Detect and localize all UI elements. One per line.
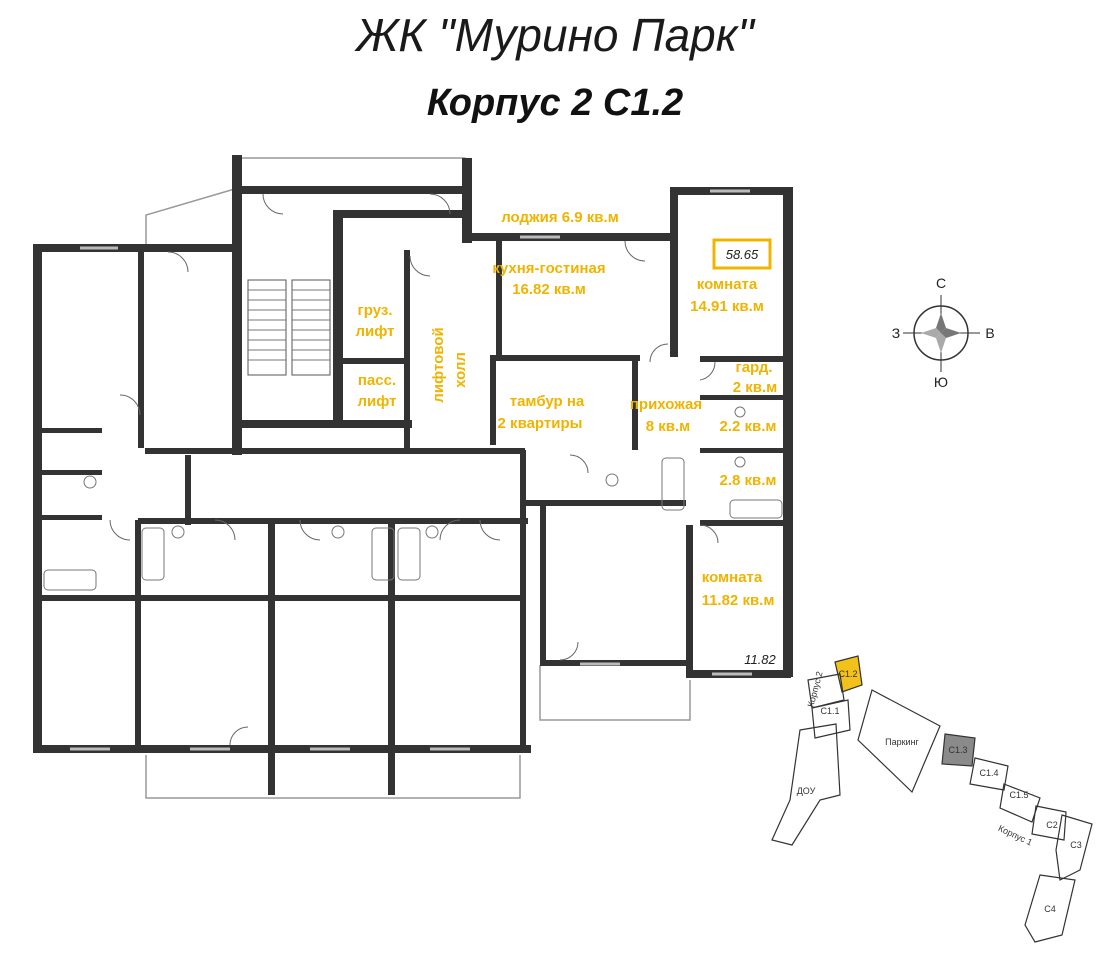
compass-south: Ю xyxy=(934,374,948,390)
room-label-pass-lift: пасс. xyxy=(358,372,396,389)
site-label-building1: Корпус 1 xyxy=(997,823,1034,848)
room-label-room2: комната xyxy=(702,569,763,586)
room-label-vestibule: тамбур на xyxy=(510,393,585,410)
staircase xyxy=(247,279,331,376)
room-label-room2-area: 11.82 кв.м xyxy=(702,592,775,609)
room-label-wardrobe-area: 2 кв.м xyxy=(733,379,778,396)
room-label-loggia: лоджия 6.9 кв.м xyxy=(501,209,619,226)
apartment-area-badge: 58.65 xyxy=(712,238,772,270)
balcony-outlines xyxy=(145,157,691,799)
room-label-vestibule-2: 2 квартиры xyxy=(498,415,583,432)
room-label-pass-lift-2: лифт xyxy=(357,393,396,410)
room-label-bath2: 2.8 кв.м xyxy=(719,472,776,489)
site-label-building2: Корпус 2 xyxy=(806,670,825,708)
site-label-c11: С1.1 xyxy=(820,706,839,716)
walls xyxy=(33,155,793,795)
compass-north: С xyxy=(936,275,946,291)
complex-title: ЖК "Мурино Парк" xyxy=(356,9,754,61)
door-swings xyxy=(109,193,719,746)
site-label-c12: С1.2 xyxy=(838,669,857,679)
site-label-c15: С1.5 xyxy=(1009,790,1028,800)
plumbing-fixtures xyxy=(43,406,783,591)
site-label-c14: С1.4 xyxy=(979,768,998,778)
site-label-c2: С2 xyxy=(1046,820,1058,830)
room-label-hallway-area: 8 кв.м xyxy=(646,418,691,435)
room-label-freight-lift-2: лифт xyxy=(355,323,394,340)
compass-east: В xyxy=(985,325,994,341)
room-label-kitchen-area: 16.82 кв.м xyxy=(512,281,586,298)
site-label-dou: ДОУ xyxy=(797,786,816,796)
room-label-freight-lift: груз. xyxy=(358,302,393,319)
room-labels: лоджия 6.9 кв.м кухня-гостиная 16.82 кв.… xyxy=(355,209,777,609)
room-area-label: 11.82 xyxy=(744,652,776,667)
room-label-hallway: прихожая xyxy=(630,396,702,413)
room-label-lift-hall: лифтовой xyxy=(430,327,447,402)
site-label-c13: С1.3 xyxy=(948,745,967,755)
room-label-kitchen: кухня-гостиная xyxy=(492,260,605,277)
site-map: С1.2 С1.1 Корпус 2 ДОУ Паркинг С1.3 С1.4… xyxy=(771,655,1093,943)
room-label-room1: комната xyxy=(697,276,758,293)
room-label-lift-hall-2: холл xyxy=(452,352,469,388)
site-label-parking: Паркинг xyxy=(885,737,919,747)
compass: С Ю З В xyxy=(892,275,995,390)
site-label-c4: С4 xyxy=(1044,904,1056,914)
room-label-room1-area: 14.91 кв.м xyxy=(690,298,764,315)
room-label-bath1: 2.2 кв.м xyxy=(719,418,776,435)
building-title: Корпус 2 С1.2 xyxy=(426,82,684,124)
svg-text:58.65: 58.65 xyxy=(726,247,759,262)
windows xyxy=(70,189,752,751)
compass-west: З xyxy=(892,325,900,341)
room-label-wardrobe: гард. xyxy=(735,359,772,376)
site-label-c3: С3 xyxy=(1070,840,1082,850)
